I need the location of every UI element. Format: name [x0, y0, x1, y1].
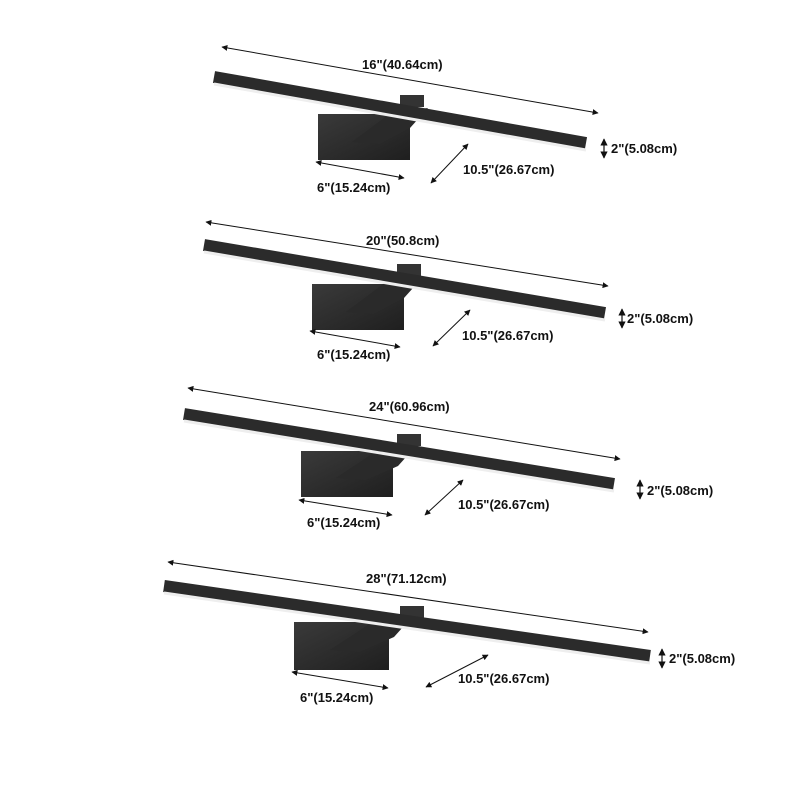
lamp-variant-1 — [212, 44, 608, 184]
height-label: 2"(5.08cm) — [647, 483, 714, 498]
length-label: 28"(71.12cm) — [366, 571, 447, 586]
base-arrow — [298, 497, 393, 518]
length-arrow — [167, 559, 649, 635]
light-diffuser — [203, 250, 606, 322]
depth-label: 10.5"(26.67cm) — [462, 328, 554, 343]
length-label: 16"(40.64cm) — [362, 57, 443, 72]
height-label: 2"(5.08cm) — [611, 141, 678, 156]
length-arrow — [221, 44, 599, 116]
lamp-variant-3 — [183, 385, 644, 518]
light-diffuser — [163, 591, 651, 665]
length-arrow — [205, 219, 609, 289]
height-label: 2"(5.08cm) — [627, 311, 694, 326]
base-label: 6"(15.24cm) — [317, 347, 391, 362]
lamp-variant-4 — [163, 559, 666, 691]
lamp-variant-2 — [202, 219, 626, 350]
base-label: 6"(15.24cm) — [317, 180, 391, 195]
light-bar — [202, 239, 607, 319]
depth-arrow — [425, 654, 489, 688]
depth-arrow — [432, 309, 471, 347]
length-label: 20"(50.8cm) — [366, 233, 440, 248]
depth-label: 10.5"(26.67cm) — [458, 497, 550, 512]
base-label: 6"(15.24cm) — [300, 690, 374, 705]
length-label: 24"(60.96cm) — [369, 399, 450, 414]
height-label: 2"(5.08cm) — [669, 651, 736, 666]
base-arrow — [309, 328, 401, 350]
depth-label: 10.5"(26.67cm) — [463, 162, 555, 177]
light-bar — [183, 408, 615, 490]
base-label: 6"(15.24cm) — [307, 515, 381, 530]
base-arrow — [315, 160, 405, 180]
depth-label: 10.5"(26.67cm) — [458, 671, 550, 686]
depth-arrow — [424, 479, 464, 516]
base-arrow — [291, 669, 389, 691]
depth-arrow — [430, 143, 469, 184]
light-diffuser — [183, 419, 615, 493]
length-arrow — [187, 385, 621, 462]
